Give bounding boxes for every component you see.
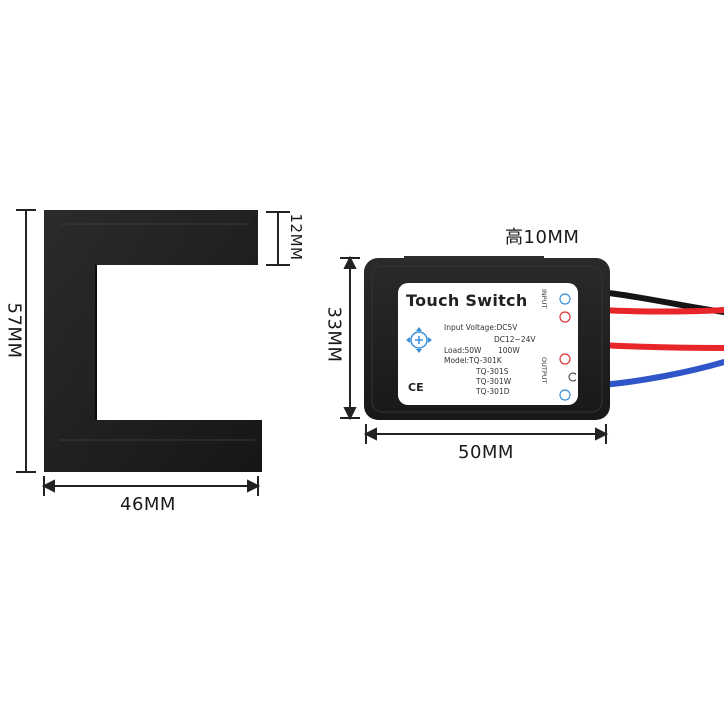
load-alt-text: 100W bbox=[498, 346, 520, 355]
model-text: Model:TQ-301K bbox=[444, 356, 502, 365]
switch-height-label: 33MM bbox=[323, 306, 345, 363]
input-voltage-text: Input Voltage:DC5V bbox=[444, 323, 518, 332]
product-label: Touch Switch Input Voltage:DC5V DC12~24V… bbox=[398, 283, 578, 405]
switch-depth-label: 高10MM bbox=[505, 227, 580, 248]
terminal-icons bbox=[559, 293, 576, 401]
switch-width-label: 50MM bbox=[458, 442, 514, 463]
load-text: Load:50W bbox=[444, 346, 482, 355]
model-s-text: TQ-301S bbox=[476, 367, 509, 376]
wires bbox=[597, 289, 724, 388]
model-d-text: TQ-301D bbox=[476, 387, 510, 396]
label-title: Touch Switch bbox=[406, 291, 528, 310]
holder-width-label: 46MM bbox=[120, 494, 176, 515]
ce-mark: CE bbox=[408, 381, 424, 394]
model-w-text: TQ-301W bbox=[476, 377, 512, 386]
touch-hand-icon bbox=[406, 327, 432, 353]
dc-range-text: DC12~24V bbox=[494, 335, 536, 344]
